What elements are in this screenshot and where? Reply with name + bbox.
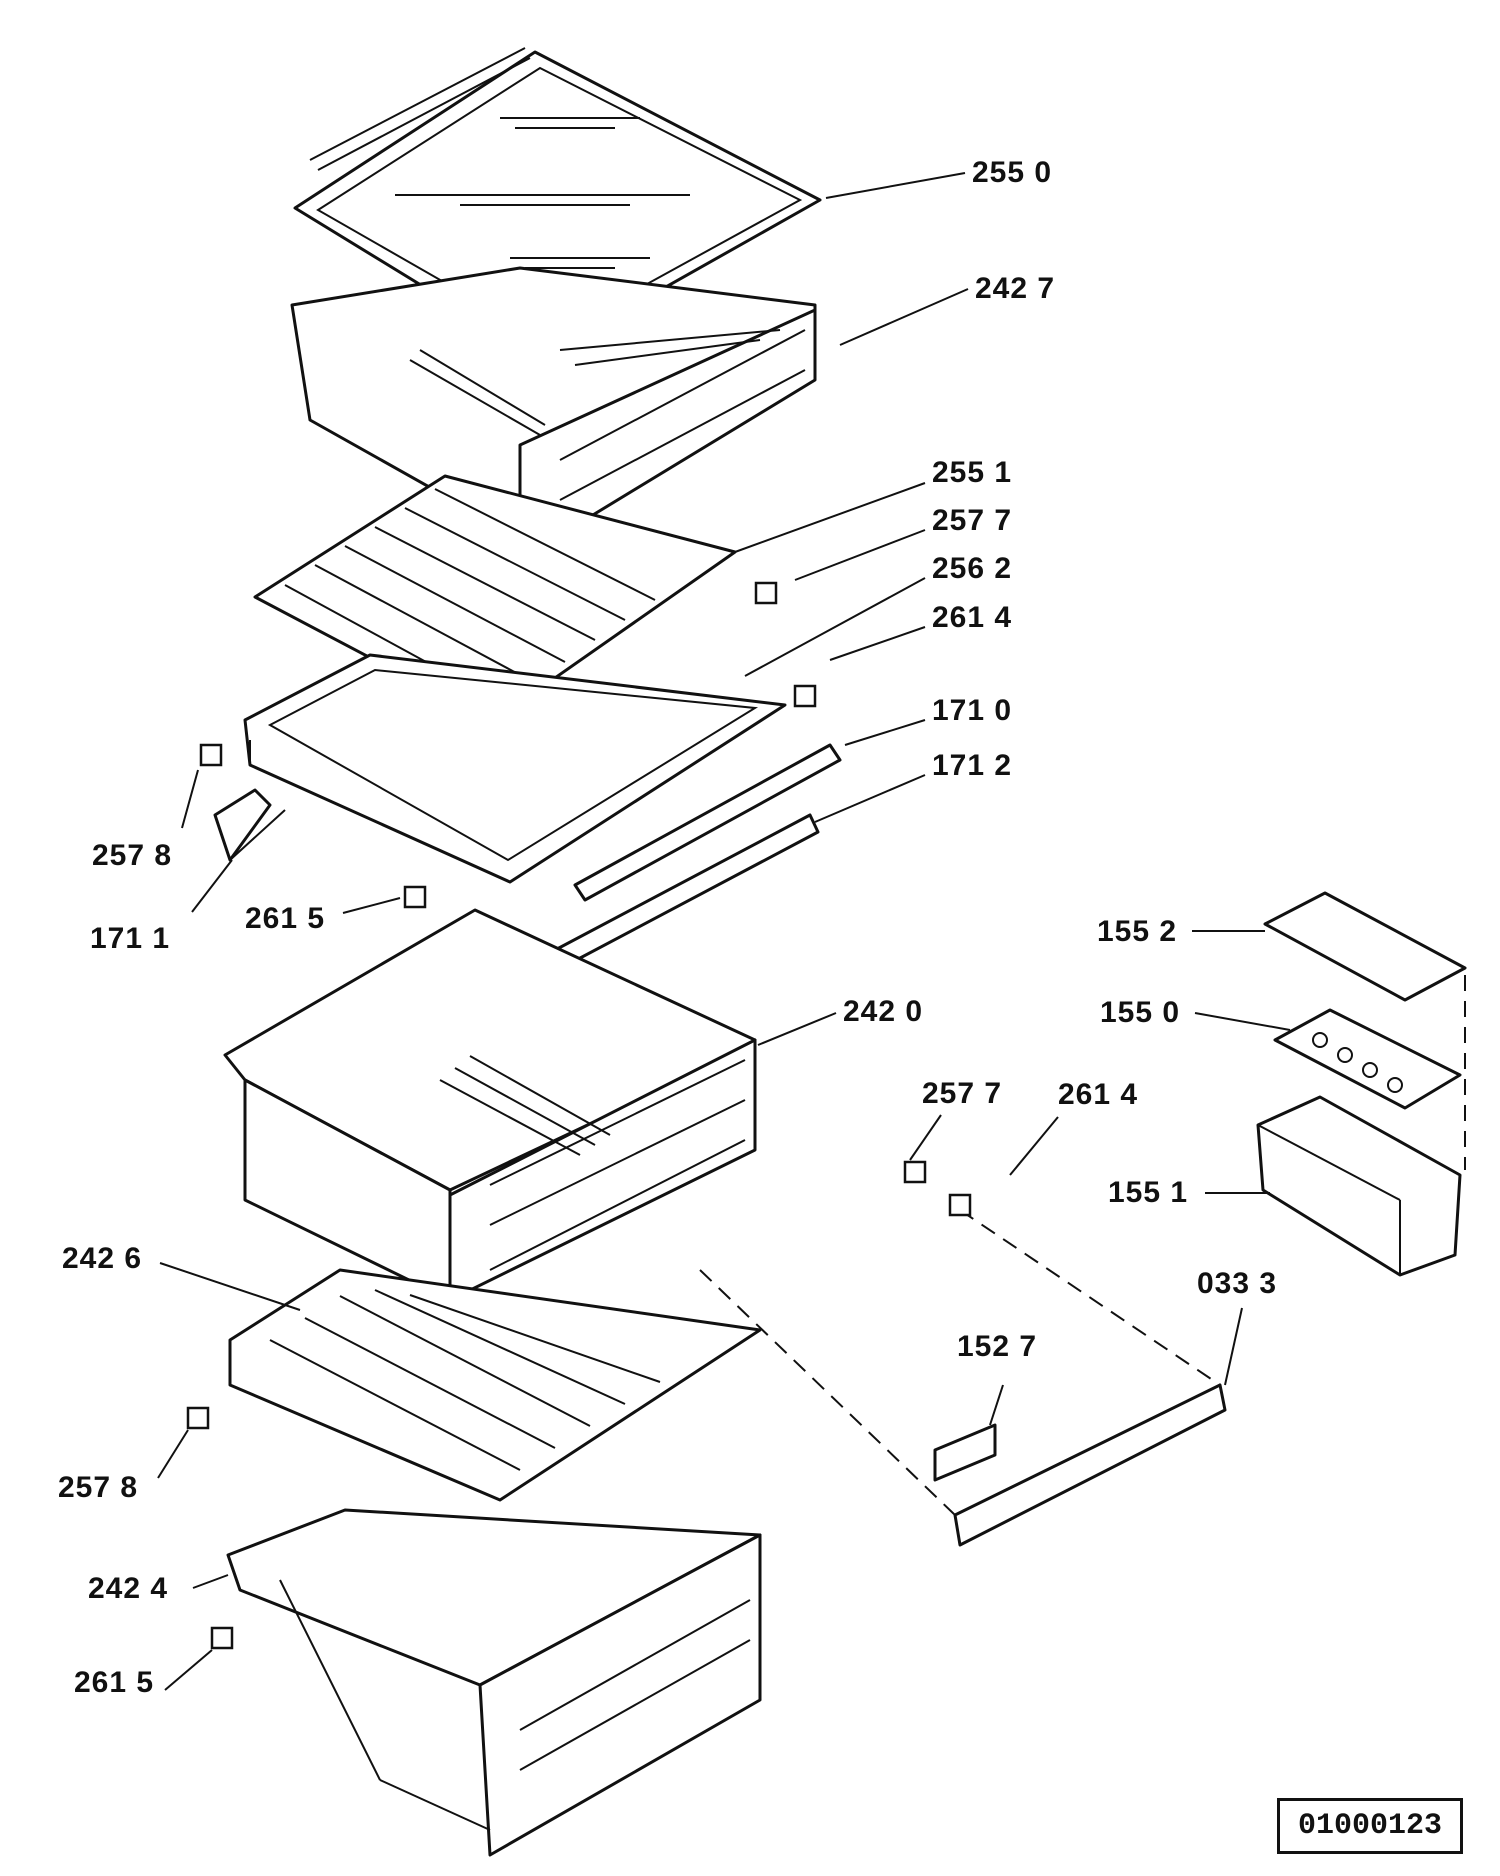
label-2551: 255 1 bbox=[932, 456, 1012, 489]
label-1551: 155 1 bbox=[1108, 1176, 1188, 1209]
drawing-id-box: 01000123 bbox=[1277, 1798, 1463, 1854]
part-front-plate bbox=[699, 1209, 1227, 1547]
label-1711: 171 1 bbox=[90, 922, 170, 955]
label-2577-lower: 257 7 bbox=[922, 1077, 1002, 1110]
label-1550: 155 0 bbox=[1100, 996, 1180, 1029]
label-2614-upper: 261 4 bbox=[932, 601, 1012, 634]
part-upper-frame bbox=[243, 653, 787, 884]
part-glass-shelf bbox=[293, 47, 822, 360]
part-lower-grille bbox=[228, 1268, 762, 1502]
leader-lines bbox=[157, 172, 1291, 1691]
label-2615-lower: 261 5 bbox=[74, 1666, 154, 1699]
label-2562: 256 2 bbox=[932, 552, 1012, 585]
label-1527: 152 7 bbox=[957, 1330, 1037, 1363]
callout-labels: 255 0 242 7 255 1 257 7 256 2 261 4 171 … bbox=[58, 156, 1277, 1699]
label-2578-lower: 257 8 bbox=[58, 1471, 138, 1504]
label-1710: 171 0 bbox=[932, 694, 1012, 727]
part-upper-drawer bbox=[290, 266, 817, 540]
part-middle-drawer bbox=[223, 908, 757, 1302]
label-1712: 171 2 bbox=[932, 749, 1012, 782]
label-2427: 242 7 bbox=[975, 272, 1055, 305]
label-2615-upper: 261 5 bbox=[245, 902, 325, 935]
part-fasteners bbox=[186, 581, 972, 1650]
label-2578-upper: 257 8 bbox=[92, 839, 172, 872]
label-2577-upper: 257 7 bbox=[932, 504, 1012, 537]
label-2614-lower: 261 4 bbox=[1058, 1078, 1138, 1111]
part-egg-tray-set bbox=[1256, 891, 1467, 1277]
part-lower-drawer bbox=[226, 1508, 762, 1857]
label-2550: 255 0 bbox=[972, 156, 1052, 189]
label-2424: 242 4 bbox=[88, 1572, 168, 1605]
part-left-rail bbox=[213, 788, 286, 862]
label-0333: 033 3 bbox=[1197, 1267, 1277, 1300]
label-1552: 155 2 bbox=[1097, 915, 1177, 948]
part-right-rails bbox=[538, 743, 842, 977]
label-2420: 242 0 bbox=[843, 995, 923, 1028]
label-2426: 242 6 bbox=[62, 1242, 142, 1275]
